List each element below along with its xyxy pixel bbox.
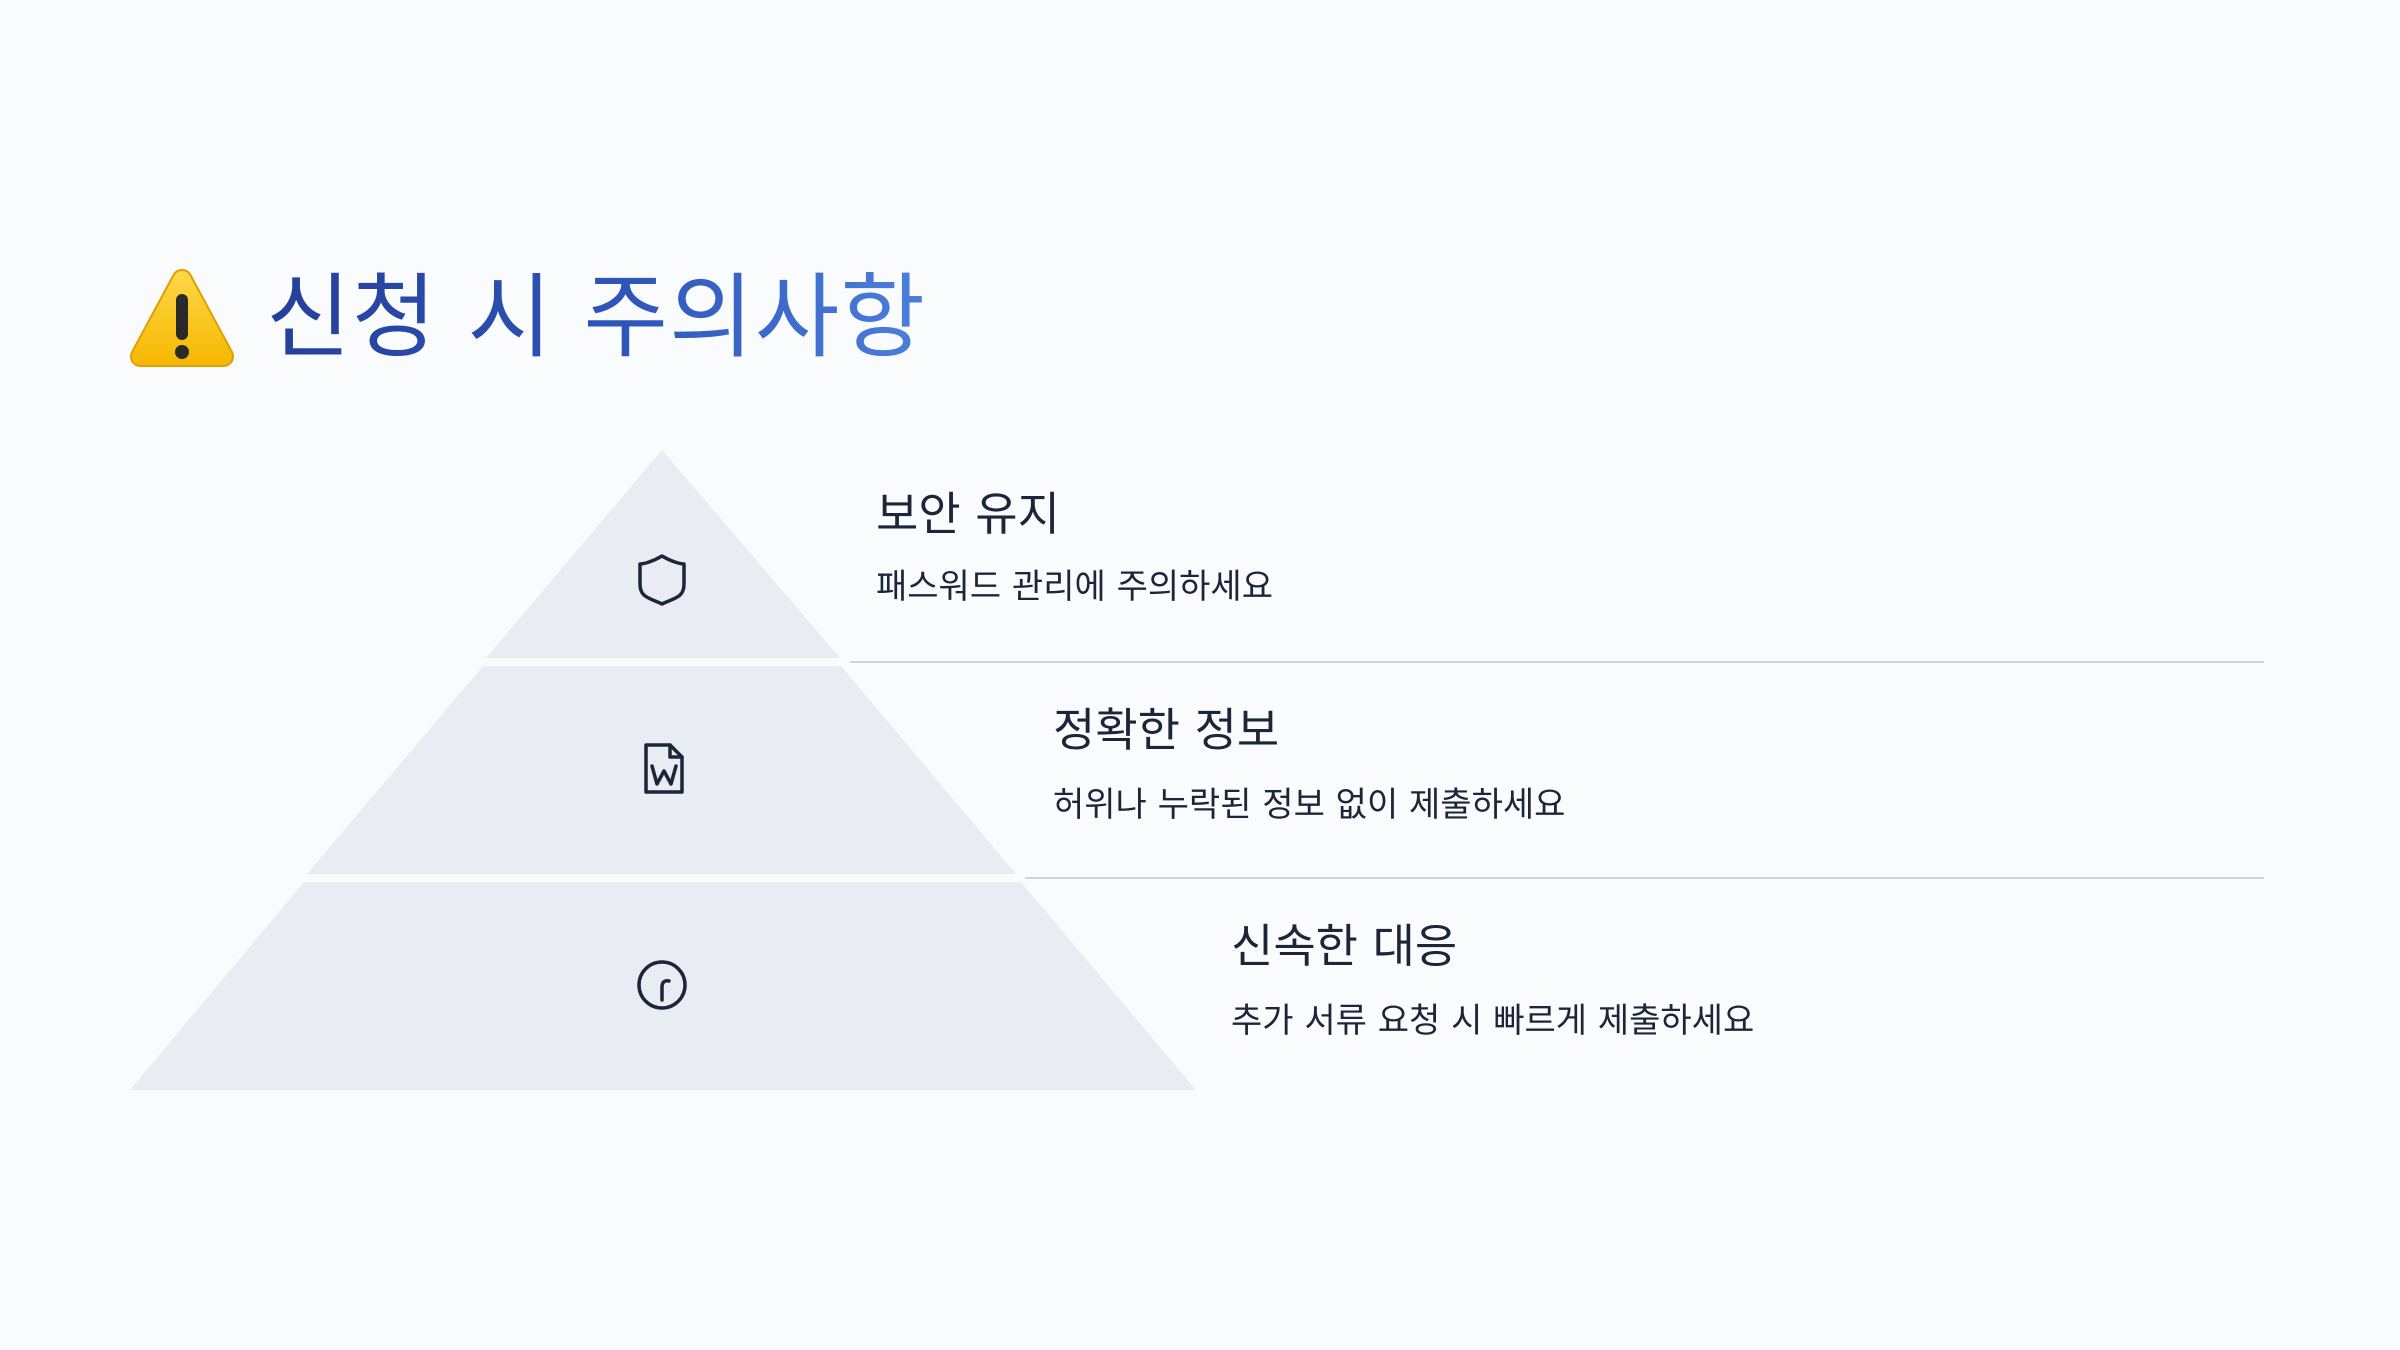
- pyramid-tier-middle: [307, 666, 1016, 874]
- clock-icon: [637, 960, 687, 1010]
- page-title: 신청 시 주의사항: [266, 264, 926, 371]
- word-document-icon: [644, 743, 684, 794]
- shield-icon: [638, 554, 686, 606]
- level-1-heading: 보안 유지: [876, 487, 1060, 541]
- level-1-description: 패스워드 관리에 주의하세요: [876, 567, 1273, 607]
- title-row: 신청 시 주의사항: [128, 258, 926, 378]
- level-2-description: 허위나 누락된 정보 없이 제출하세요: [1053, 785, 1566, 825]
- warning-icon: [130, 268, 234, 367]
- level-3-heading: 신속한 대응: [1231, 919, 1458, 973]
- level-2-heading: 정확한 정보: [1053, 703, 1280, 757]
- level-3-description: 추가 서류 요청 시 빠르게 제출하세요: [1231, 1001, 1755, 1041]
- pyramid-tier-top: [486, 450, 840, 658]
